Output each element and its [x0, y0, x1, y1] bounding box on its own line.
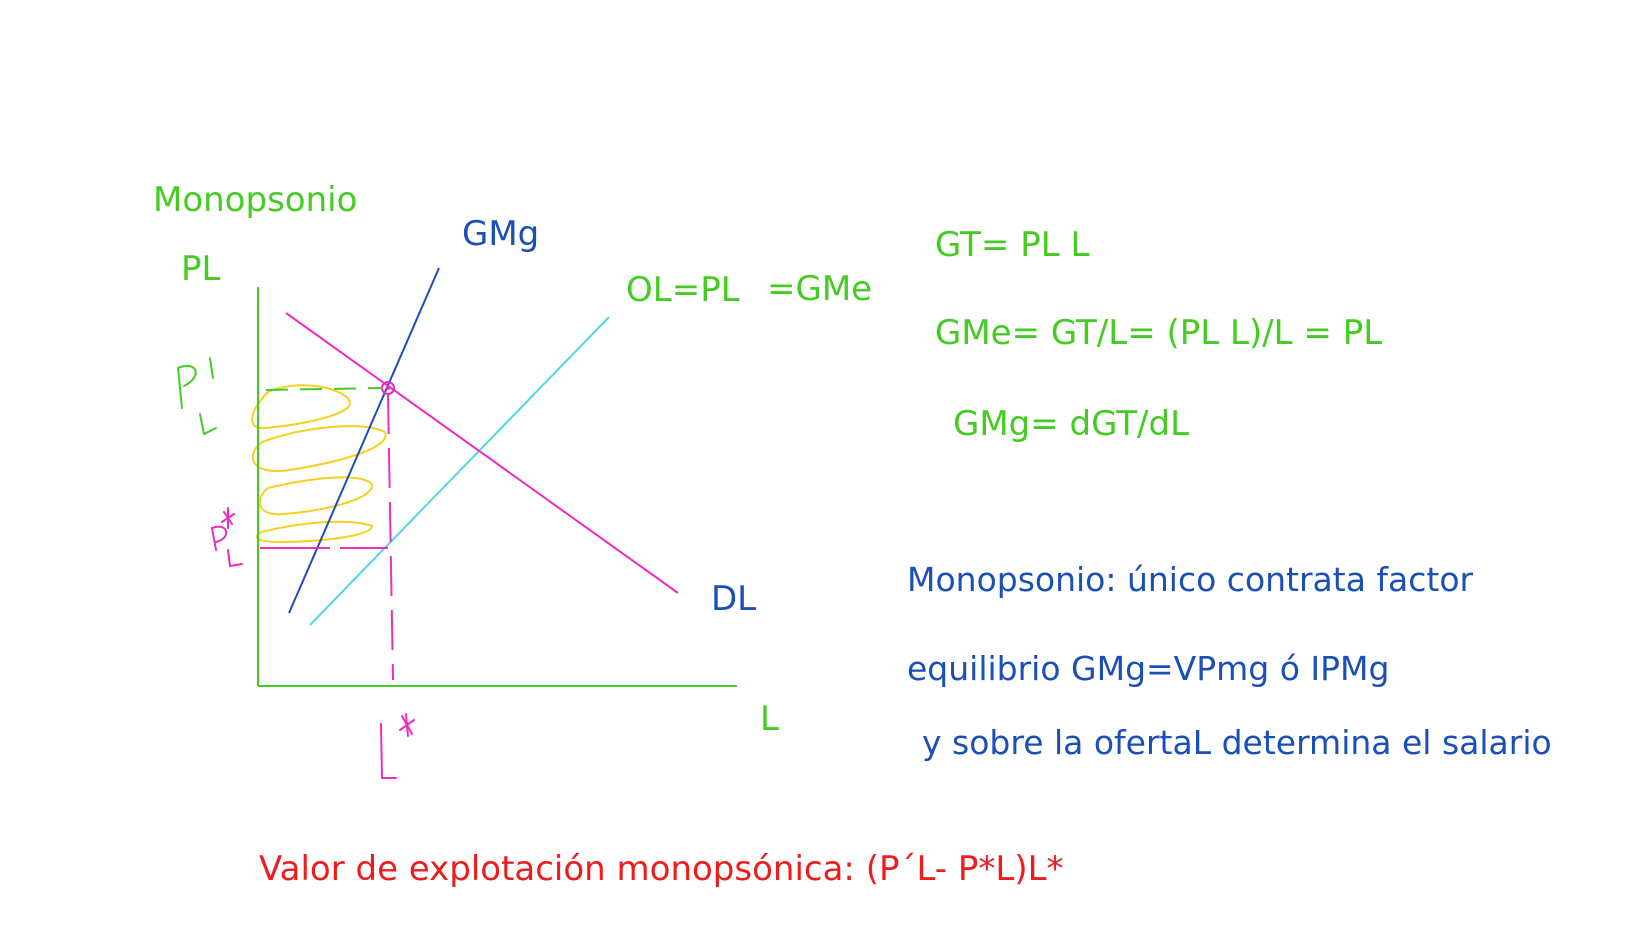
p-prime-l-dashed-line	[265, 387, 383, 391]
exploitation-value-text: Valor de explotación monopsónica: (P´L- …	[259, 849, 1064, 889]
equation-gme: GMe= GT/L= (PL L)/L = PL	[935, 313, 1383, 353]
equilibrium-point-center	[386, 386, 390, 390]
gmg-curve-label: GMg	[462, 214, 540, 254]
supply-curve-label: OL=PL	[626, 270, 740, 310]
supply-curve	[309, 316, 610, 626]
note-salary: y sobre la ofertaL determina el salario	[922, 723, 1552, 762]
demand-curve-label: DL	[711, 579, 757, 619]
note-equilibrium: equilibrio GMg=VPmg ó IPMg	[907, 649, 1390, 688]
handwritten-p-star-l	[210, 507, 243, 568]
handwritten-p-prime-l	[176, 357, 217, 436]
equation-gmg: GMg= dGT/dL	[953, 404, 1190, 444]
y-axis-label: PL	[181, 249, 221, 289]
exploitation-area-scribble	[251, 384, 387, 544]
handwritten-l-star	[380, 713, 415, 779]
demand-curve	[285, 312, 679, 594]
equation-gt: GT= PL L	[935, 225, 1090, 265]
x-axis-label: L	[760, 699, 779, 739]
l-star-dashed-line	[387, 393, 394, 681]
gmg-curve	[288, 267, 440, 614]
diagram-title: Monopsonio	[153, 180, 358, 220]
supply-curve-gme-label: =GMe	[767, 269, 873, 309]
note-monopsonio-definition: Monopsonio: único contrata factor	[907, 560, 1474, 599]
